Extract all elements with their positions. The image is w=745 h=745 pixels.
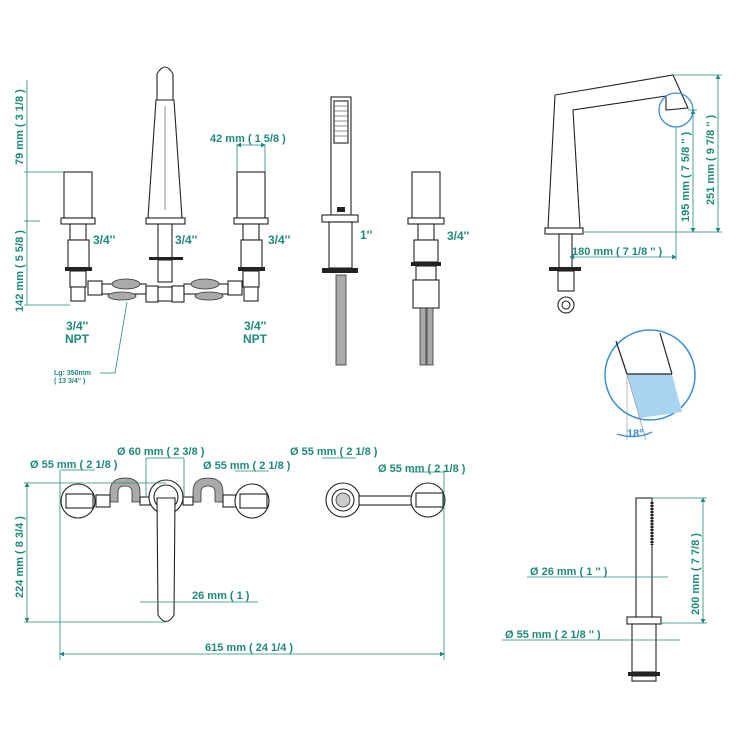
dia-shower-handle: Ø 26 mm ( 1 '' ) [530,566,608,578]
dim-total-width: 615 mm ( 24 1/4 ) [205,642,293,654]
dim-reach: 180 mm ( 7 1/8 '' ) [572,246,663,258]
dia-left-handle: Ø 55 mm ( 2 1/8 ) [30,459,118,471]
dia-shower-base: Ø 55 mm ( 2 1/8 ) [290,446,378,458]
spout [145,66,186,283]
dim-handle-width: 42 mm ( 1 5/8 ) [210,133,286,145]
dim-bottom-height: 142 mm ( 5 5/8 ) [14,230,26,312]
front-view: 79 mm ( 3 1/8 ) 142 mm ( 5 5/8 ) 42 mm (… [14,66,291,385]
front-dimensions: 79 mm ( 3 1/8 ) 142 mm ( 5 5/8 ) 42 mm (… [14,80,291,385]
thread-left-label: 3/4'' [93,233,116,247]
hose-length-inch: ( 13 3/4'' ) [54,378,85,385]
thread-shower-label: 1'' [360,228,373,242]
dim-outlet-height: 195 mm ( 7 5/8 '' ) [680,131,692,222]
plan-view: 615 mm ( 24 1/4 ) 224 mm ( 8 3/4 ) 26 mm… [14,446,466,660]
thread-valve-label: 3/4'' [447,229,470,243]
dim-total-height: 251 mm ( 9 7/8 '' ) [705,114,717,205]
npt-left-size: 3/4'' [66,319,89,333]
npt-right-size: 3/4'' [244,319,267,333]
connection-pipes [87,278,243,303]
dia-spout: Ø 60 mm ( 2 3/8 ) [117,446,205,458]
hand-shower-view: 1'' 3/4'' [321,96,470,366]
dim-spout-width: 26 mm ( 1 ) [192,590,250,602]
spout-side-view: 251 mm ( 9 7/8 '' ) 195 mm ( 7 5/8 '' ) … [544,74,722,441]
npt-left-label: NPT [65,332,90,346]
hose-length-label: Lg: 350mm [54,370,91,377]
left-handle-valve [60,171,96,302]
dim-shower-height: 200 mm ( 7 7/8 ) [690,533,702,615]
thread-center-label: 3/4'' [175,233,198,247]
outlet-detail: 18° [604,329,696,441]
dim-top-height: 79 mm ( 3 1/8 ) [14,89,26,165]
dia-shower-valve: Ø 55 mm ( 2 1/8 ) [378,463,466,475]
dim-depth: 224 mm ( 8 3/4 ) [14,516,26,598]
hand-shower-detail: 200 mm ( 7 7/8 ) Ø 26 mm ( 1 '' ) Ø 55 m… [502,497,707,682]
angle-label: 18° [627,428,644,440]
npt-right-label: NPT [243,332,268,346]
thread-right-label: 3/4'' [268,233,291,247]
dia-right-handle: Ø 55 mm ( 2 1/8 ) [203,460,291,472]
dia-shower-base-detail: Ø 55 mm ( 2 1/8 '' ) [505,629,601,641]
right-handle-valve [233,171,269,302]
